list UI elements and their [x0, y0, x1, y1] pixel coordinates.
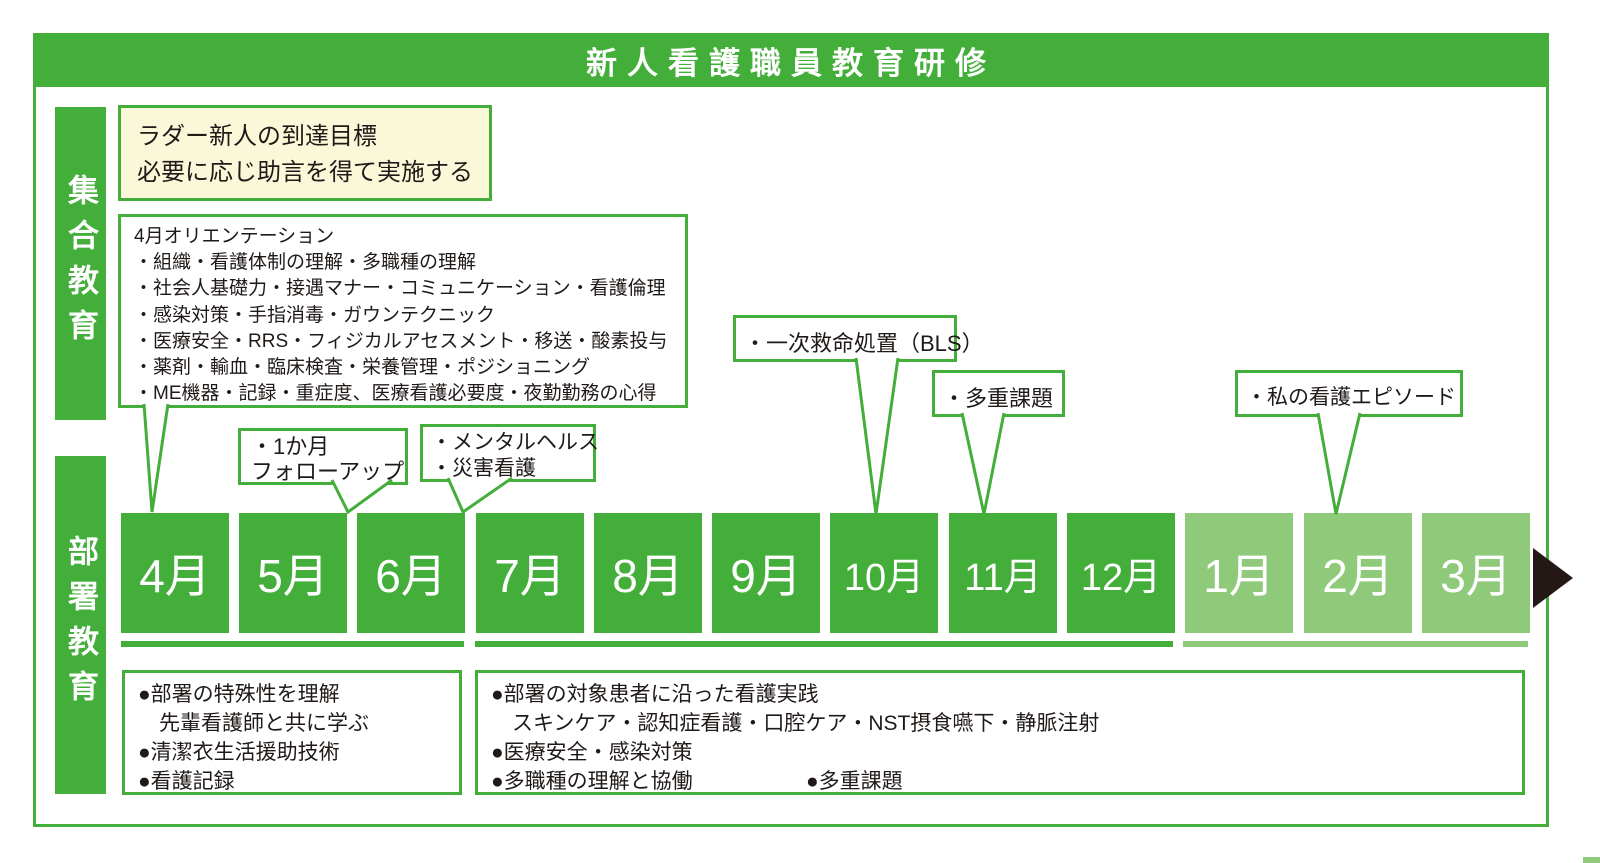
section-label-department-education-text: 部署教育 — [63, 535, 98, 715]
dept-right-line3: ●医療安全・感染対策 — [491, 741, 693, 764]
callout-followup-line1: ・1か月 — [251, 434, 330, 459]
month-cell-aug: 8月 — [594, 513, 702, 633]
title-bar: 新人看護職員教育研修 — [33, 33, 1549, 87]
month-cell-oct: 10月 — [830, 513, 938, 633]
department-box-right: ●部署の対象患者に沿った看護実践 スキンケア・認知症看護・口腔ケア・NST摂食嚥… — [475, 670, 1525, 795]
month-cell-sep: 9月 — [712, 513, 820, 633]
month-cell-jan: 1月 — [1185, 513, 1293, 633]
orientation-line: 4月オリエンテーション — [134, 226, 335, 247]
dept-left-line: ●清潔衣生活援助技術 — [138, 741, 340, 764]
dept-left-line: ●部署の特殊性を理解 — [138, 683, 340, 706]
dept-left-line: 先輩看護師と共に学ぶ — [138, 712, 369, 735]
month-cell-apr: 4月 — [121, 513, 229, 633]
callout-followup-line2: フォローアップ — [251, 459, 405, 484]
month-cell-jul: 7月 — [476, 513, 584, 633]
month-cell-nov: 11月 — [949, 513, 1057, 633]
orientation-line: ・ME機器・記録・重症度、医療看護必要度・夜勤勤務の心得 — [134, 383, 657, 405]
dept-right-line4b: ●多重課題 — [806, 770, 903, 793]
ladder-goal-box: ラダー新人の到達目標 必要に応じ助言を得て実施する — [118, 105, 492, 201]
ladder-goal-line2: 必要に応じ助言を得て実施する — [137, 159, 473, 186]
section-label-group-education: 集合教育 — [55, 107, 106, 420]
underline-jul-dec — [475, 641, 1173, 647]
corner-mark — [1583, 857, 1600, 863]
month-cell-mar: 3月 — [1422, 513, 1530, 633]
month-cell-dec: 12月 — [1067, 513, 1175, 633]
callout-bls: ・一次救命処置（BLS） — [733, 315, 984, 362]
orientation-line: ・感染対策・手指消毒・ガウンテクニック — [134, 304, 496, 326]
ladder-goal-line1: ラダー新人の到達目標 — [137, 123, 377, 150]
underline-jan-mar — [1183, 641, 1528, 647]
callout-one-month-followup: ・1か月 フォローアップ — [238, 428, 408, 485]
callout-multitask-label: ・多重課題 — [943, 386, 1054, 411]
orientation-line: ・社会人基礎力・接遇マナー・コミュニケーション・看護倫理 — [134, 278, 666, 300]
dept-right-line4a: ●多職種の理解と協働 — [491, 770, 693, 793]
orientation-line: ・組織・看護体制の理解・多職種の理解 — [134, 252, 477, 274]
dept-right-line2: スキンケア・認知症看護・口腔ケア・NST摂食嚥下・静脈注射 — [491, 712, 1100, 735]
month-cell-may: 5月 — [239, 513, 347, 633]
callout-episode-label: ・私の看護エピソード — [1246, 386, 1456, 409]
section-label-group-education-text: 集合教育 — [63, 173, 98, 354]
page-title: 新人看護職員教育研修 — [586, 45, 996, 81]
callout-nursing-episode: ・私の看護エピソード — [1235, 370, 1463, 417]
dept-right-line4: ●多職種の理解と協働 ●多重課題 — [491, 767, 1509, 796]
callout-bls-label: ・一次救命処置（BLS） — [744, 331, 984, 356]
dept-right-line1: ●部署の対象患者に沿った看護実践 — [491, 683, 819, 706]
department-box-left: ●部署の特殊性を理解 先輩看護師と共に学ぶ ●清潔衣生活援助技術 ●看護記録 — [122, 670, 462, 795]
section-label-department-education: 部署教育 — [55, 456, 106, 794]
callout-mental-line2: ・災害看護 — [431, 457, 536, 480]
timeline-arrow-icon — [1533, 548, 1573, 608]
callout-mental-line1: ・メンタルヘルス — [431, 431, 599, 454]
callout-multitask: ・多重課題 — [932, 370, 1065, 417]
month-cell-feb: 2月 — [1304, 513, 1412, 633]
callout-mental-health-disaster: ・メンタルヘルス ・災害看護 — [420, 424, 599, 482]
april-orientation-box: 4月オリエンテーション ・組織・看護体制の理解・多職種の理解 ・社会人基礎力・接… — [118, 214, 688, 408]
dept-left-line: ●看護記録 — [138, 770, 235, 793]
orientation-line: ・医療安全・RRS・フィジカルアセスメント・移送・酸素投与 — [134, 330, 668, 352]
orientation-line: ・薬剤・輸血・臨床検査・栄養管理・ポジショニング — [134, 357, 591, 379]
underline-apr-jun — [121, 641, 464, 647]
month-cell-jun: 6月 — [357, 513, 465, 633]
